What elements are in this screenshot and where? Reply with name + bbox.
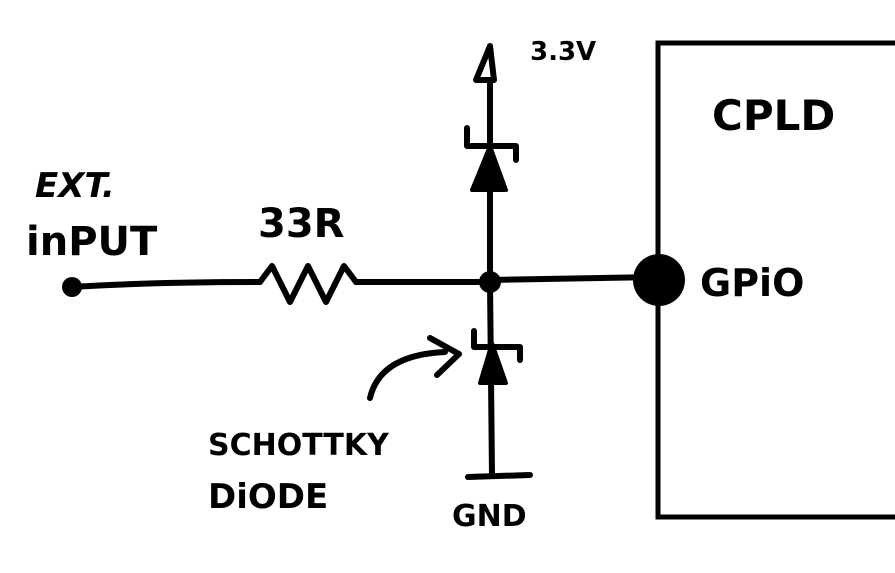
gpio-label: GPiO (700, 261, 804, 305)
wire-input-to-resistor (69, 279, 263, 290)
ext-input-label-line2: inPUT (26, 219, 158, 265)
ext-input-label-line1: EXT. (35, 166, 115, 206)
upper-schottky-diode (464, 125, 519, 192)
wire-junction-to-gpio (487, 274, 661, 283)
gpio-pin (633, 254, 685, 306)
lower-schottky-diode (471, 328, 523, 385)
chip-label: CPLD (712, 91, 835, 140)
resistor-label: 33R (258, 201, 344, 247)
ground-bar (465, 472, 533, 480)
schottky-label-line1: SCHOTTKY (208, 428, 390, 463)
annotation-arrow-icon (367, 335, 462, 401)
schottky-label-line2: DiODE (208, 477, 328, 517)
resistor-33r (257, 263, 359, 305)
ground-label: GND (452, 499, 527, 534)
supply-label: 3.3V (530, 37, 596, 67)
supply-arrow-icon (473, 43, 497, 83)
